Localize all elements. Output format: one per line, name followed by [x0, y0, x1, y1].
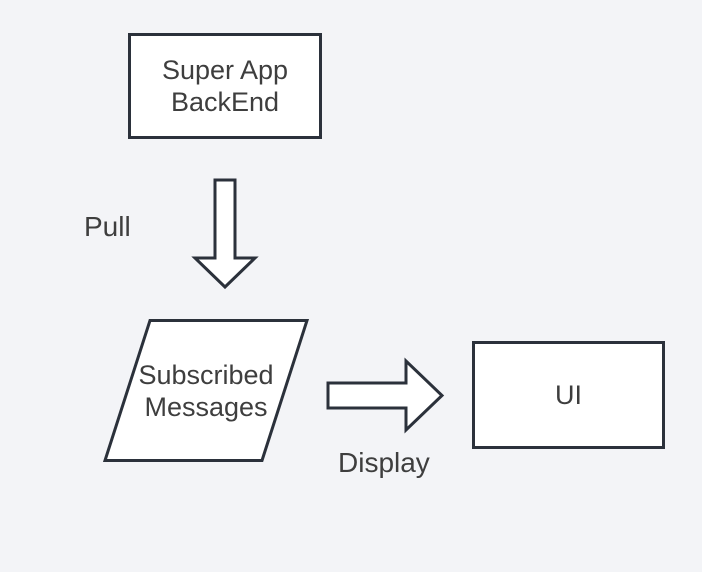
- subscribed-messages-node-shape: [102, 319, 310, 462]
- display-arrow-right-icon: [326, 357, 445, 434]
- pull-arrow-down-icon: [191, 178, 259, 290]
- ui-node-label: UI: [555, 380, 582, 410]
- backend-node-shape: [128, 33, 322, 139]
- pull-edge-label: Pull: [84, 211, 131, 242]
- ui-node-shape: [472, 341, 665, 449]
- backend-node-label: Super App BackEnd: [161, 54, 289, 117]
- display-edge-label: Display: [338, 447, 430, 478]
- subscribed-messages-node-label: Subscribed Messages: [138, 360, 274, 422]
